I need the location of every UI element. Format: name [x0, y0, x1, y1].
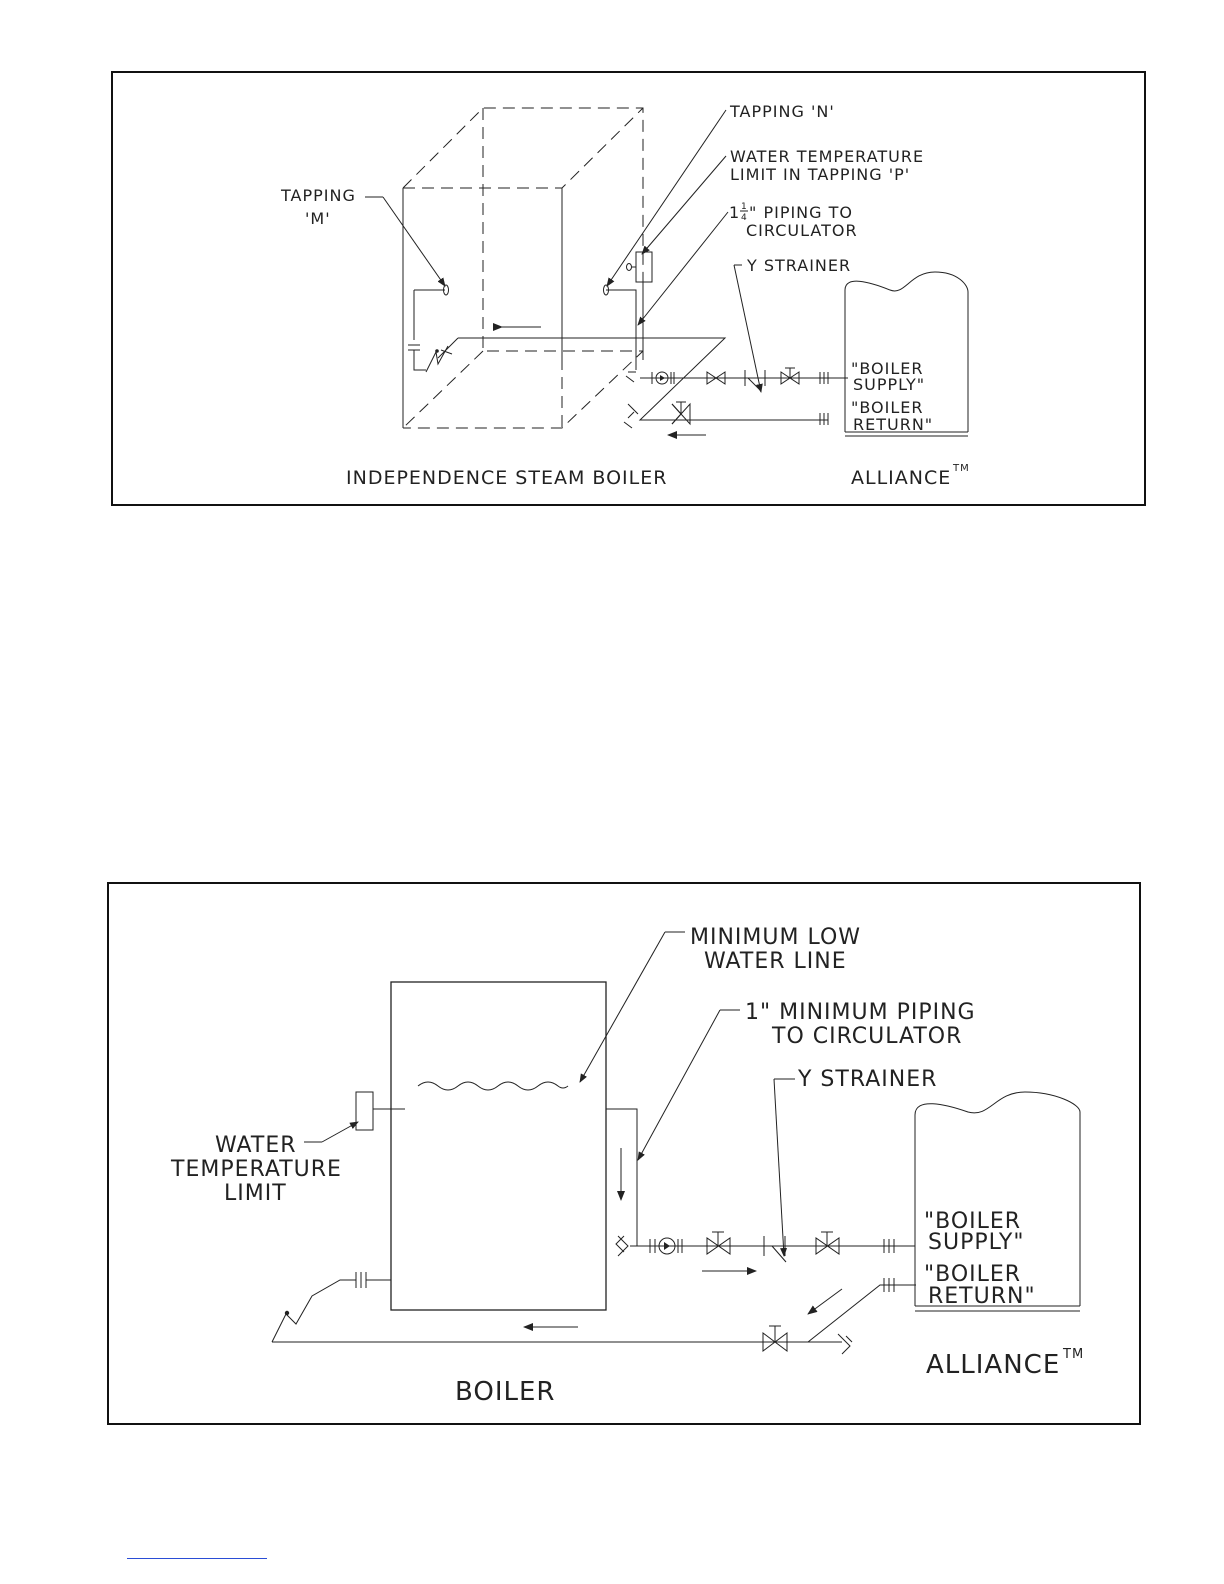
piping-size-label: 4 — [741, 213, 748, 223]
gate-valve-icon — [706, 1237, 731, 1255]
water-temperature-limit-label: WATER — [215, 1133, 297, 1158]
water-temperature-limit-label: LIMIT — [224, 1181, 287, 1206]
boiler-return-label: RETURN" — [928, 1284, 1036, 1309]
boiler-supply-label: "BOILER — [851, 359, 924, 378]
figure-top: TAPPING 'M' TAPPING 'N' WATER TEMPERATUR… — [111, 71, 1146, 506]
boiler-return-label: RETURN" — [853, 415, 933, 434]
piping-size-label: 1 — [741, 202, 748, 212]
leader-lines-top — [365, 109, 763, 393]
boiler-body — [390, 981, 607, 1311]
alliance-tank-bottom — [914, 1091, 1081, 1312]
temperature-limit-box — [635, 251, 653, 283]
leader-lines-bottom — [579, 931, 795, 1257]
minimum-low-water-line-label: MINIMUM LOW — [690, 925, 861, 950]
water-temperature-limit-label: WATER TEMPERATURE — [730, 147, 924, 166]
return-line-bottom — [271, 1272, 916, 1355]
alliance-label: ALLIANCE — [926, 1350, 1060, 1380]
circulator-pump-icon — [658, 1237, 676, 1255]
trademark-label: TM — [952, 463, 970, 474]
independence-steam-boiler-label: INDEPENDENCE STEAM BOILER — [346, 467, 667, 489]
boiler-supply-label: SUPPLY" — [853, 375, 925, 394]
alliance-tank-top — [844, 271, 969, 437]
circulator-pump-icon — [655, 371, 669, 385]
alliance-label: ALLIANCE — [851, 467, 951, 489]
steam-boiler-outline — [402, 107, 644, 429]
boiler-supply-label: SUPPLY" — [928, 1230, 1025, 1255]
figure-bottom: MINIMUM LOW WATER LINE 1" MINIMUM PIPING… — [107, 882, 1141, 1425]
minimum-piping-label: TO CIRCULATOR — [771, 1024, 962, 1049]
gate-valve-icon — [706, 371, 726, 385]
piping-size-label: 1 — [729, 203, 740, 222]
return-piping-top — [408, 284, 828, 421]
gate-valve-icon — [762, 1332, 788, 1352]
tapping-n-label: TAPPING 'N' — [729, 102, 835, 121]
tapping-m-label: TAPPING — [280, 186, 356, 205]
tapping-m-label: 'M' — [305, 209, 331, 228]
minimum-piping-label: 1" MINIMUM PIPING — [745, 1000, 976, 1025]
supply-riser-top — [603, 251, 653, 429]
piping-size-label: CIRCULATOR — [746, 221, 858, 240]
boiler-label: BOILER — [455, 1377, 556, 1407]
y-strainer-label: Y STRAINER — [797, 1067, 937, 1092]
figure-top-frame — [111, 71, 1146, 506]
return-line-top — [667, 401, 829, 439]
gate-valve-icon — [780, 371, 800, 385]
trademark-label: TM — [1062, 1347, 1084, 1362]
supply-line-top — [640, 367, 848, 391]
temperature-limit-bottom — [304, 1091, 405, 1143]
water-temperature-limit-label: TEMPERATURE — [170, 1157, 342, 1182]
boiler-return-label: "BOILER — [924, 1262, 1021, 1287]
water-temperature-limit-label: LIMIT IN TAPPING 'P' — [730, 165, 910, 184]
piping-size-label: " PIPING TO — [749, 203, 853, 222]
water-line-wave — [417, 1081, 569, 1091]
boiler-supply-label: "BOILER — [924, 1209, 1021, 1234]
boiler-return-label: "BOILER — [851, 398, 924, 417]
y-strainer-label: Y STRAINER — [746, 256, 851, 275]
figure-bottom-frame — [107, 882, 1141, 1425]
minimum-low-water-line-label: WATER LINE — [704, 949, 847, 974]
gate-valve-icon — [815, 1237, 840, 1255]
footer-rule — [127, 1558, 267, 1559]
supply-line-bottom — [606, 1108, 915, 1275]
